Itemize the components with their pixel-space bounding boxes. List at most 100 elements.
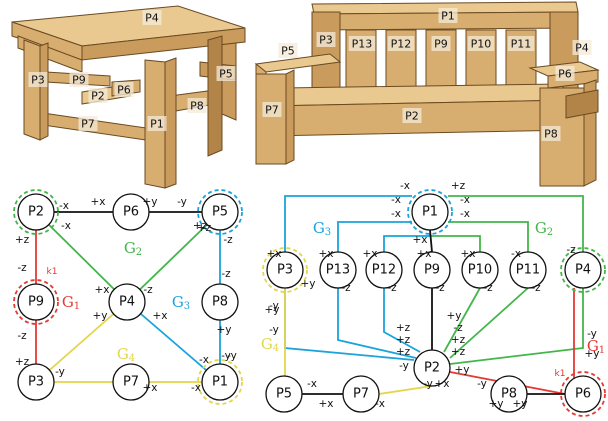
- group-anchor-ring: [13, 189, 59, 235]
- group-label: G3: [172, 293, 190, 312]
- part-label-bg: [69, 72, 89, 87]
- graph-edge: [383, 288, 421, 353]
- edge-direction-label: -z: [341, 282, 351, 294]
- edge-direction-label: +x: [416, 248, 431, 260]
- edge-direction-label: -z: [223, 234, 233, 246]
- graph-edge: [378, 385, 433, 395]
- edge-direction-label: +z: [197, 222, 212, 234]
- edge-direction-label: +x: [94, 284, 109, 296]
- edge-direction-label: -y: [477, 378, 487, 390]
- edge-direction-label: -y: [269, 300, 279, 312]
- edge-direction-label: +y: [454, 364, 469, 376]
- part-label-bg: [572, 40, 592, 55]
- edge-direction-label: +x: [460, 248, 475, 260]
- part-label-bg: [431, 36, 451, 51]
- graph-node-p6: [112, 193, 150, 231]
- edge-direction-label: +y: [264, 304, 279, 316]
- graph-node-p3: [17, 363, 55, 401]
- part-label-bg: [555, 66, 575, 81]
- graph-node-label: P9: [424, 263, 440, 278]
- graph-edge: [429, 229, 433, 253]
- graph-edge: [284, 288, 415, 361]
- part-label-bg: [348, 36, 376, 51]
- bench-leg-left-side: [285, 69, 295, 165]
- edge-direction-label: -x: [460, 194, 470, 206]
- graph-node-p9: [17, 283, 55, 321]
- edge-direction-label: -z: [17, 330, 27, 342]
- edge-direction-label: -z: [143, 284, 153, 296]
- group-label: G1: [62, 293, 80, 312]
- edge-direction-label: +y: [584, 348, 599, 360]
- edge-direction-label: -y: [177, 196, 187, 208]
- part-label-b-p2: P2: [405, 110, 419, 123]
- graph-edge: [337, 221, 412, 252]
- graph-edge: [449, 288, 584, 365]
- edge-direction-label: +y: [446, 310, 461, 322]
- graph-node-p3: [266, 251, 304, 289]
- edge-direction-label: -z: [17, 262, 27, 274]
- graph-node-label: P4: [119, 295, 135, 310]
- edge-direction-label: -z: [387, 282, 397, 294]
- graph-node-label: P8: [501, 387, 517, 402]
- graph-node-label: P6: [575, 387, 591, 402]
- edge-direction-label: +z: [396, 346, 411, 358]
- edge-direction-label: +y: [512, 398, 527, 410]
- group-anchor-ring: [560, 371, 606, 417]
- edge-direction-label: -x: [511, 248, 521, 260]
- graph-node-label: P9: [28, 295, 44, 310]
- part-label-t-p8: P8: [190, 100, 204, 113]
- part-label-b-p1: P1: [441, 10, 455, 23]
- graph-node-label: P10: [468, 263, 492, 278]
- edge-direction-label: +x: [318, 398, 333, 410]
- part-label-bg: [142, 10, 162, 25]
- edge-direction-label: +z: [451, 180, 466, 192]
- graph-node-label: P5: [212, 205, 228, 220]
- part-label-b-p3: P3: [319, 34, 333, 47]
- table-leg-front-left-side: [39, 42, 49, 141]
- graph-edge: [448, 221, 529, 252]
- graph-node-p7: [342, 375, 380, 413]
- graph-node-p8: [490, 375, 528, 413]
- part-label-b-p12: P12: [391, 38, 412, 51]
- part-label-bg: [147, 116, 167, 131]
- edge-direction-label: -x: [391, 208, 401, 220]
- graph-node-p12: [365, 251, 403, 289]
- edge-direction-label: +x: [412, 234, 427, 246]
- graph-node-p13: [319, 251, 357, 289]
- edge-direction-label: +x: [266, 248, 281, 260]
- graph-node-p5: [265, 375, 303, 413]
- bench-leg-right-bracket: [565, 89, 599, 119]
- part-label-t-p1: P1: [150, 118, 164, 131]
- part-label-b-p7: P7: [265, 104, 279, 117]
- part-label-b-p4: P4: [575, 42, 589, 55]
- part-label-b-p11: P11: [511, 38, 532, 51]
- group-label: G4: [117, 345, 135, 364]
- graph-edge: [448, 195, 584, 252]
- graph-edge: [35, 301, 128, 383]
- graph-node-p10: [461, 251, 499, 289]
- part-label-b-p10: P10: [471, 38, 492, 51]
- group-anchor-ring: [197, 359, 243, 405]
- edge-direction-label: -x: [59, 200, 69, 212]
- part-label-t-p7: P7: [81, 118, 95, 131]
- graph-node-label: P3: [28, 375, 44, 390]
- table-rail-p7: [35, 111, 161, 143]
- bench-post-p3: [311, 11, 341, 93]
- part-label-bg: [28, 72, 48, 87]
- edge-direction-label: +x: [362, 248, 377, 260]
- part-label-bg: [187, 98, 207, 113]
- graph-node-label: P2: [28, 205, 44, 220]
- part-label-bg: [316, 32, 336, 47]
- bench-leg-left: [255, 73, 287, 165]
- graph-edge: [449, 287, 529, 359]
- graph-node-p6: [564, 375, 602, 413]
- graph-node-label: P3: [277, 263, 293, 278]
- edge-direction-label: +x: [434, 378, 449, 390]
- table-leg-front-right-side: [164, 57, 177, 189]
- part-label-b-p6: P6: [558, 68, 572, 81]
- graph-edge: [430, 235, 481, 252]
